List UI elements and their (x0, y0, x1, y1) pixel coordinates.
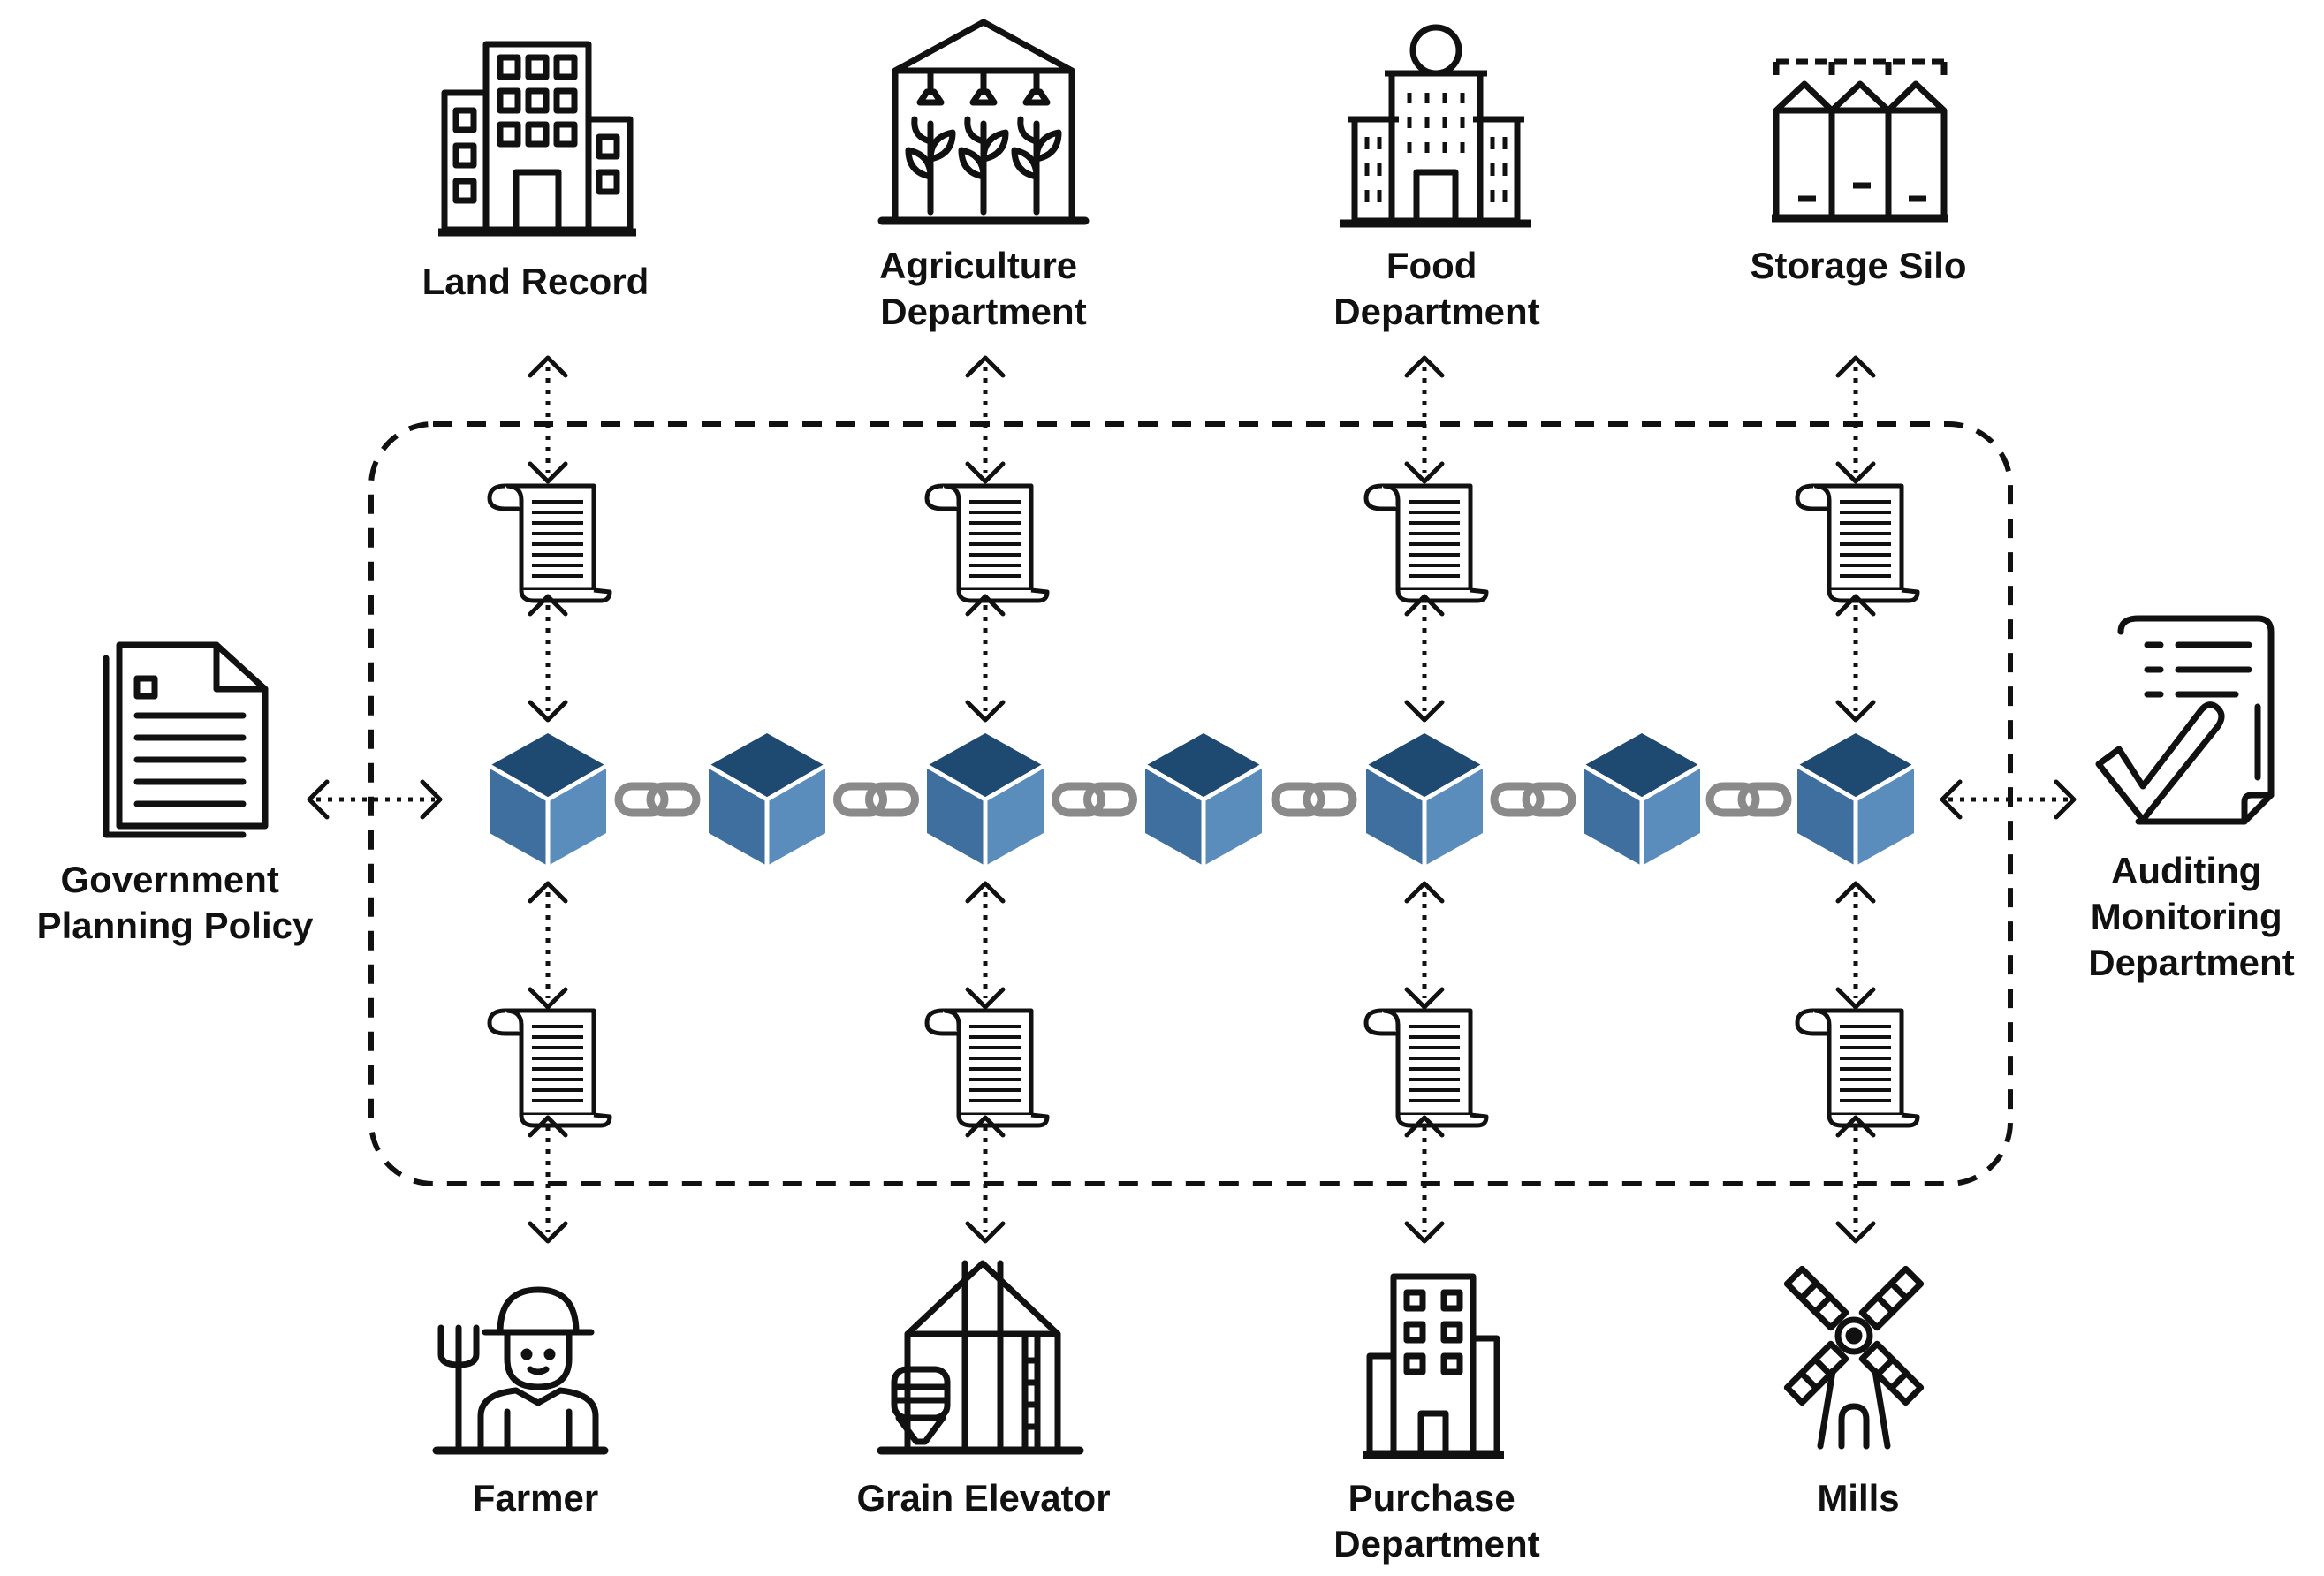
domed-building-icon (1340, 24, 1531, 228)
scroll-ledger-icon (927, 486, 1047, 601)
scroll-ledger-icon (1797, 1011, 1918, 1125)
blockchain-network-boundary (368, 421, 2013, 1186)
scroll-ledger-icon (1366, 1011, 1486, 1125)
chain-link-icon (619, 786, 696, 813)
scroll-ledger-icon (1797, 486, 1918, 601)
policy-document-icon (103, 641, 269, 838)
storage-silo-label: Storage Silo (1750, 245, 1966, 286)
chain-link-icon (1710, 786, 1788, 813)
farmer-icon (432, 1286, 609, 1455)
block-cube-icon (1145, 733, 1262, 866)
blockchain-row (490, 733, 1914, 866)
grain-elevator-label: Grain Elevator (856, 1477, 1110, 1519)
scroll-ledger-icon (490, 1011, 610, 1125)
right-connector (1942, 782, 2074, 817)
chain-link-icon (1494, 786, 1572, 813)
mills-label: Mills (1817, 1477, 1899, 1519)
block-cube-icon (927, 733, 1044, 866)
scroll-ledger-icon (927, 1011, 1047, 1125)
left-connector (309, 782, 440, 817)
block-cube-icon (490, 733, 606, 866)
grain-elevator-icon (877, 1260, 1084, 1455)
chain-link-icon (1056, 786, 1134, 813)
chain-link-icon (1275, 786, 1353, 813)
greenhouse-icon (877, 19, 1090, 225)
block-cube-icon (709, 733, 825, 866)
block-cube-icon (1366, 733, 1483, 866)
scroll-ledger-icon (490, 486, 610, 601)
purchase-department-label: Purchase Department (1333, 1477, 1539, 1565)
government-planning-policy-label: Government Planning Policy (37, 859, 314, 946)
scroll-ledger-icon (1366, 486, 1486, 601)
agriculture-department-label: Agriculture Department (879, 245, 1088, 332)
audit-checkmark-icon (2095, 615, 2275, 825)
block-cube-icon (1584, 733, 1700, 866)
auditing-monitoring-department-label: Auditing Monitoring Department (2088, 850, 2294, 983)
food-department-label: Food Department (1333, 245, 1539, 332)
farmer-label: Farmer (473, 1477, 598, 1519)
windmill-icon (1783, 1265, 1925, 1450)
block-cube-icon (1797, 733, 1914, 866)
silo-icon (1772, 58, 1948, 223)
tower-building-icon (1363, 1273, 1504, 1459)
office-building-icon (438, 41, 636, 237)
land-record-label: Land Record (422, 261, 649, 302)
chain-link-icon (838, 786, 915, 813)
